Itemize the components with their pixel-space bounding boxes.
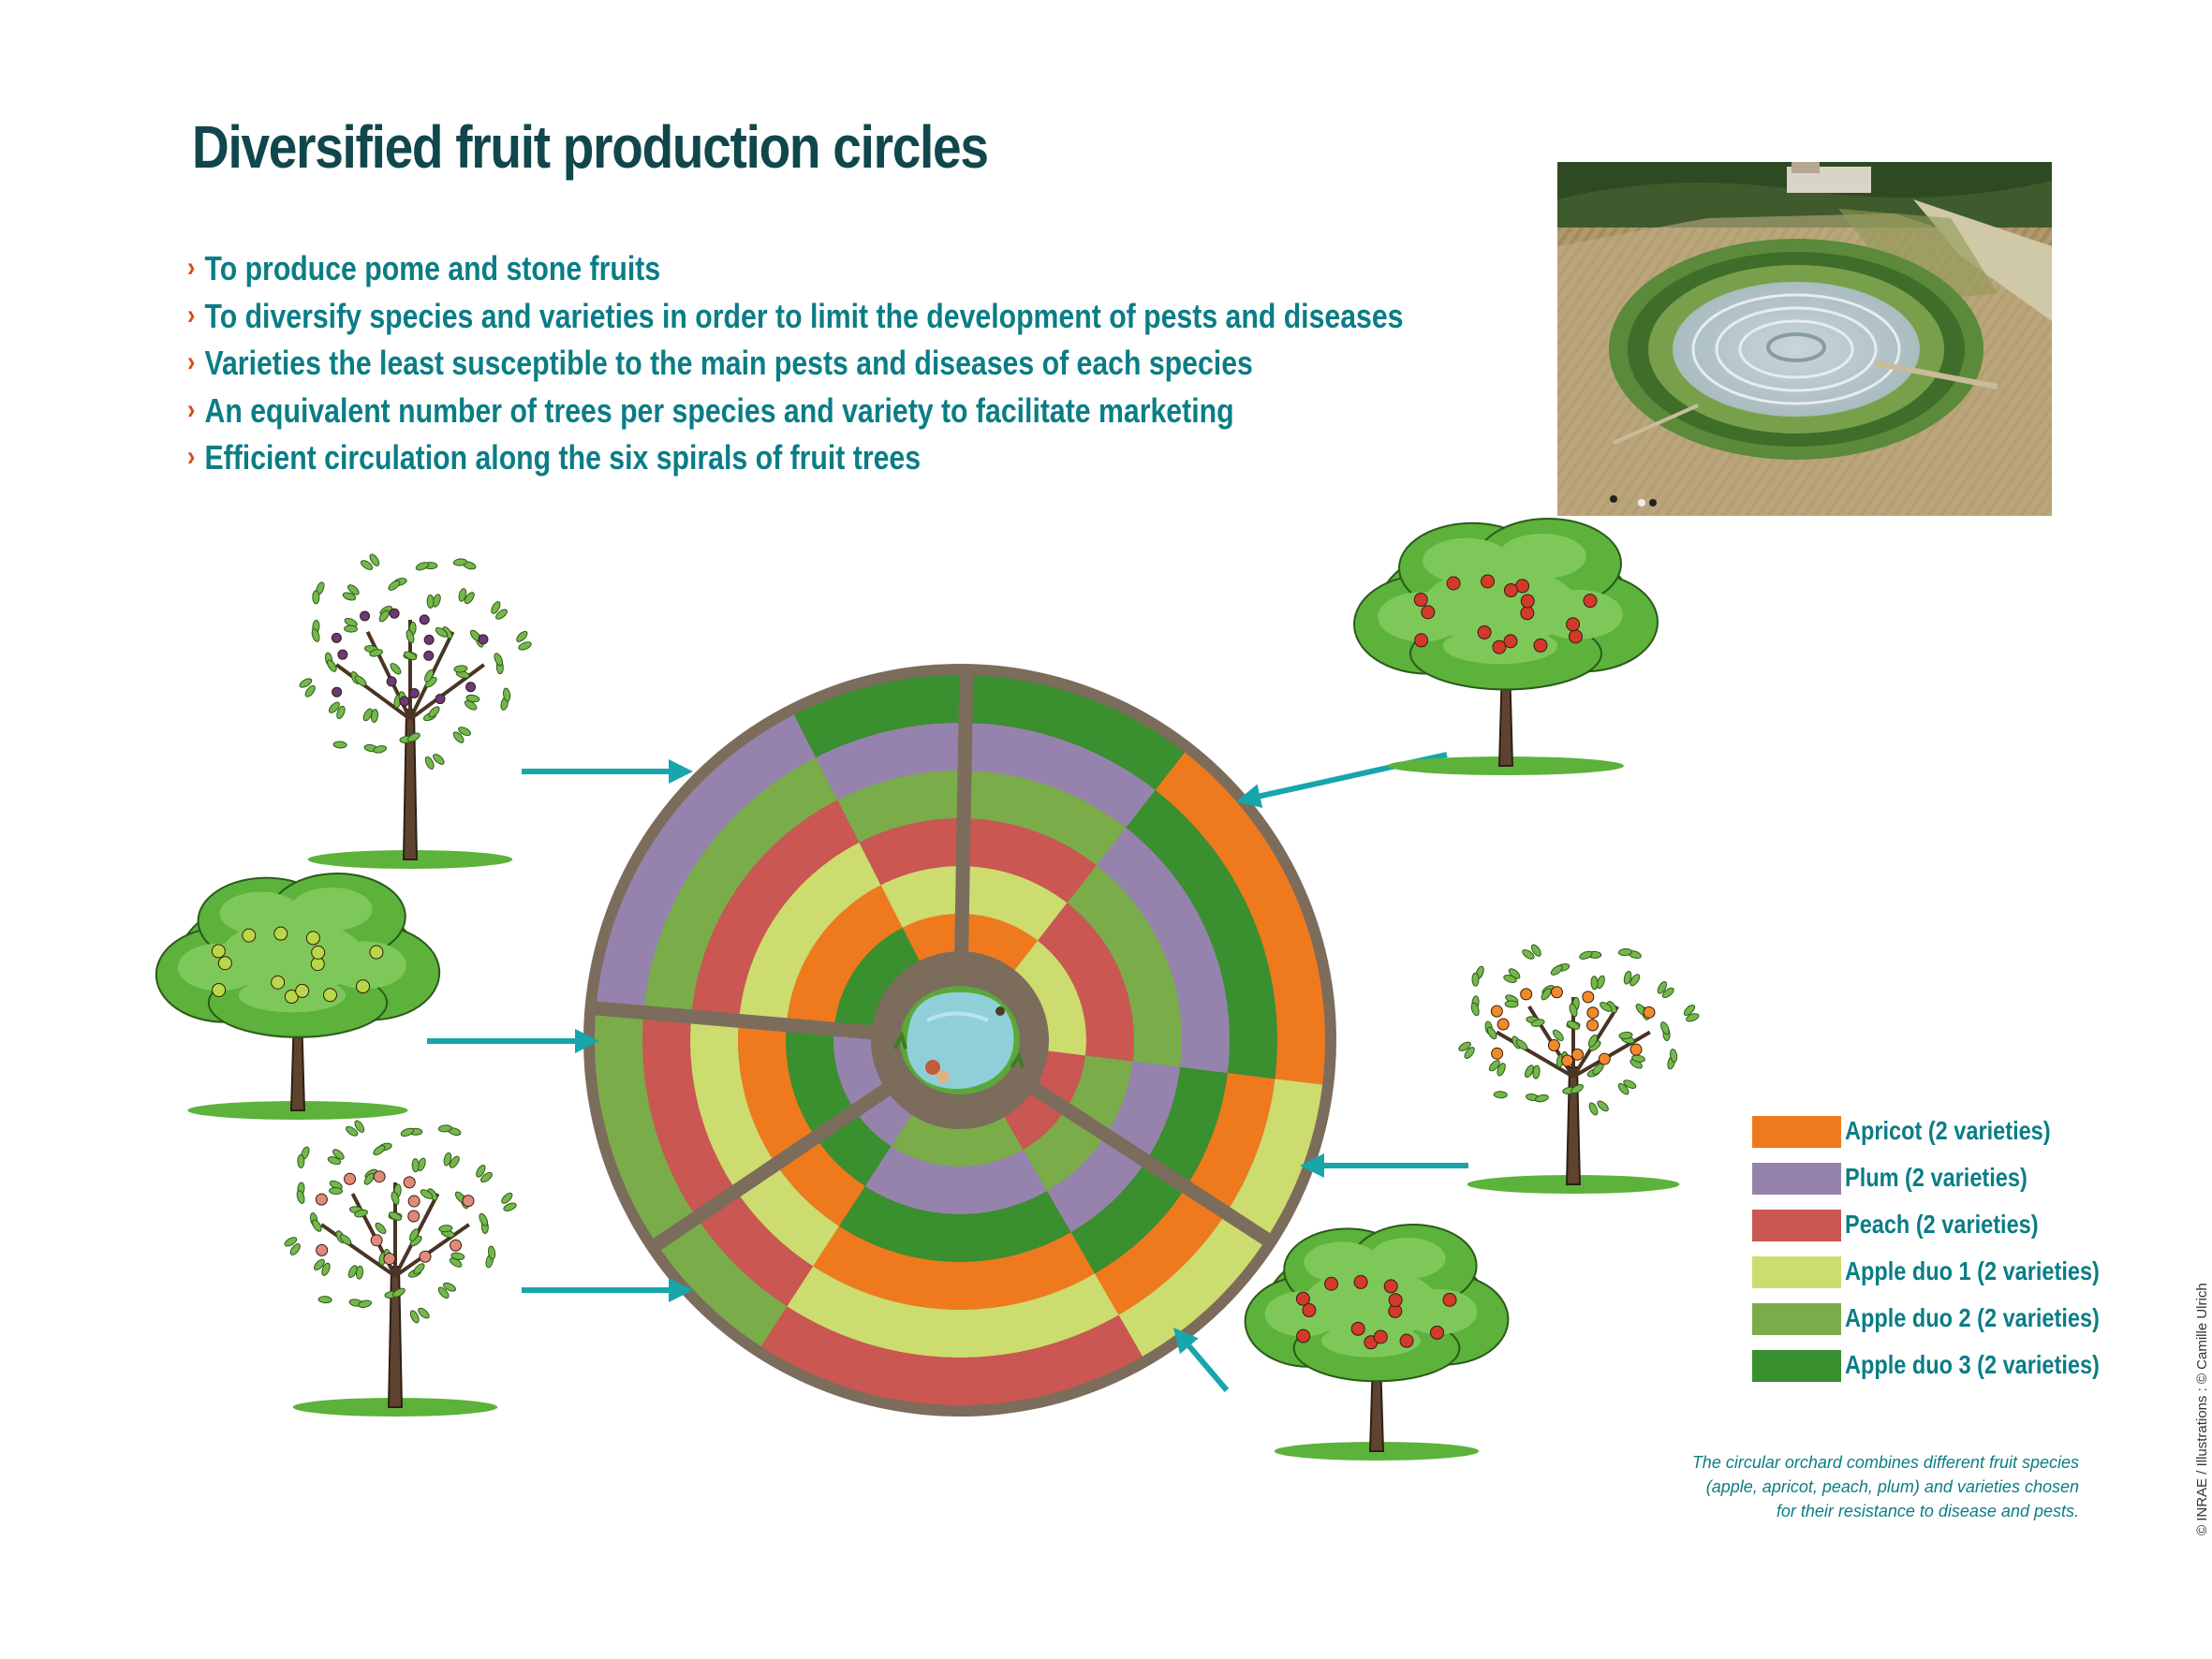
chevron-right-icon: › xyxy=(187,252,196,283)
arrow-head-icon xyxy=(669,759,693,784)
greengage-tree-icon xyxy=(155,873,441,1120)
walkway-spoke xyxy=(593,1001,882,1041)
ring-segment-peach xyxy=(760,1306,1143,1405)
arrow-head-icon xyxy=(575,1029,599,1053)
arrow-head-icon xyxy=(1236,784,1263,809)
chevron-right-icon: › xyxy=(187,393,196,425)
ring-segment-apricot xyxy=(786,885,903,1030)
ring-segment-peach xyxy=(859,818,1097,903)
ring-segment-apple3 xyxy=(833,927,924,1034)
page-title: Diversified fruit production circles xyxy=(192,113,989,181)
bullet-item: ›Varieties the least susceptible to the … xyxy=(187,344,1253,382)
chevron-right-icon: › xyxy=(187,346,196,377)
ring-segment-apple1 xyxy=(787,1266,1119,1358)
peach-tree-icon xyxy=(284,1120,517,1417)
legend-label: Apricot (2 varieties) xyxy=(1845,1116,2051,1145)
legend-swatch xyxy=(1752,1163,1841,1195)
ring-segment-apple3 xyxy=(1126,789,1277,1079)
ring-segment-apple1 xyxy=(1008,940,1087,1056)
arrows xyxy=(427,752,1468,1392)
ring-segment-peach xyxy=(642,1012,814,1307)
arrow-head-icon xyxy=(1173,1328,1199,1355)
pond-icon xyxy=(871,951,1049,1129)
legend-swatch xyxy=(1752,1116,1841,1148)
ring-segment-apricot xyxy=(738,1020,865,1226)
ring-segment-apple2 xyxy=(595,1008,788,1347)
bullet-item: ›To produce pome and stone fruits xyxy=(187,249,661,287)
legend-swatch xyxy=(1752,1210,1841,1241)
legend-label: Apple duo 2 (2 varieties) xyxy=(1845,1303,2100,1332)
ring-segment-apple1 xyxy=(880,865,1068,941)
chevron-right-icon: › xyxy=(187,441,196,472)
ring-segment-apple1 xyxy=(690,1016,839,1267)
ring-segment-peach xyxy=(691,800,860,1021)
apple-tree-small-icon xyxy=(1244,1224,1510,1461)
ring-segment-apple1 xyxy=(738,842,881,1025)
bullet-item: ›To diversify species and varieties in o… xyxy=(187,296,1404,335)
caption-line: (apple, apricot, peach, plum) and variet… xyxy=(1705,1477,2079,1496)
arrow-head-icon xyxy=(669,1278,693,1302)
ring-segment-plum xyxy=(816,723,1156,829)
ring-segment-peach xyxy=(1038,903,1134,1062)
bullet-item: ›Efficient circulation along the six spi… xyxy=(187,438,922,477)
pointer-arrow-line xyxy=(1187,1343,1230,1392)
legend-swatch xyxy=(1752,1350,1841,1382)
aerial-photo xyxy=(1557,162,2052,516)
ring-segment-apple2 xyxy=(1067,865,1182,1067)
bullet-item: ›An equivalent number of trees per speci… xyxy=(187,390,1234,430)
legend-label: Peach (2 varieties) xyxy=(1845,1210,2039,1239)
legend-swatch xyxy=(1752,1303,1841,1335)
caption: The circular orchard combines different … xyxy=(1686,1450,2079,1523)
plum-tree-icon xyxy=(299,553,532,869)
ring-segment-plum xyxy=(833,1029,918,1147)
ring-segment-apple3 xyxy=(785,1024,892,1186)
legend-label: Apple duo 3 (2 varieties) xyxy=(1845,1350,2100,1379)
legend-label: Apple duo 1 (2 varieties) xyxy=(1845,1256,2100,1285)
ring-segment-apple1 xyxy=(1118,1079,1323,1357)
caption-line: for their resistance to disease and pest… xyxy=(1776,1502,2079,1520)
bullet-list: ›To produce pome and stone fruits ›To di… xyxy=(187,245,1403,482)
legend-swatch xyxy=(1752,1256,1841,1288)
ring-segment-apple3 xyxy=(838,1185,1071,1262)
copyright-credit: © INRAE / Illustrations : © Camille Ulri… xyxy=(2194,1283,2210,1535)
ring-segment-plum xyxy=(864,1146,1047,1214)
ring-segment-apple2 xyxy=(837,771,1127,866)
ring-segment-apple3 xyxy=(793,675,1186,790)
ring-segment-apple2 xyxy=(643,756,838,1017)
wheel-paths xyxy=(593,672,1272,1252)
chevron-right-icon: › xyxy=(187,299,196,330)
ring-segment-apricot xyxy=(813,1226,1095,1310)
ring-segment-plum xyxy=(596,714,817,1013)
apricot-tree-icon xyxy=(1458,944,1700,1194)
caption-line: The circular orchard combines different … xyxy=(1691,1453,2079,1472)
walkway-spoke xyxy=(953,672,974,962)
legend-label: Plum (2 varieties) xyxy=(1845,1163,2028,1192)
walkway-spoke xyxy=(1022,1077,1272,1246)
walkway-spoke xyxy=(651,1078,899,1252)
ring-segment-apricot xyxy=(1155,752,1325,1085)
ring-segment-plum xyxy=(1096,828,1230,1074)
arrow-head-icon xyxy=(1300,1153,1324,1178)
apple-tree-red-icon xyxy=(1353,518,1659,775)
